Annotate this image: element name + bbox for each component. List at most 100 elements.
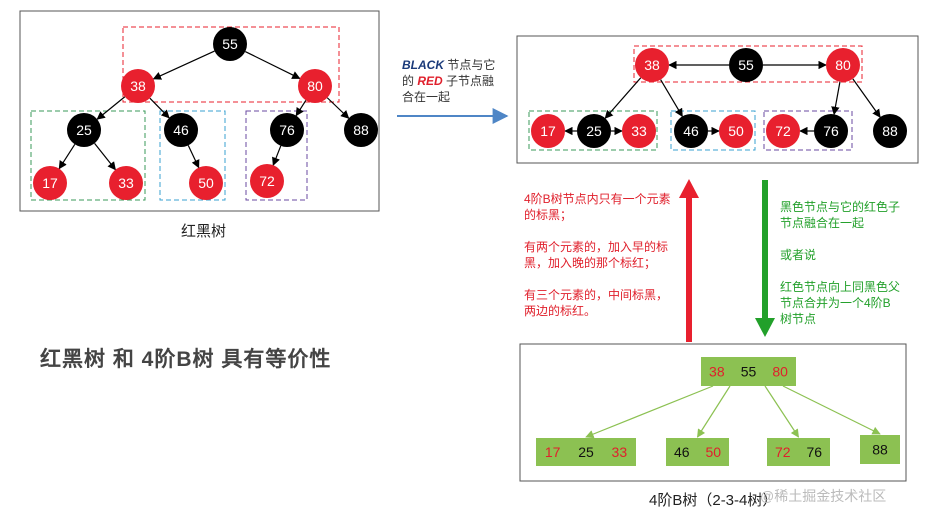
- btree-edge-1: [696, 385, 731, 438]
- merged-node-label: 38: [644, 57, 660, 73]
- rb-node-46: 46: [164, 113, 198, 147]
- green-note-1: 黑色节点与它的红色子节点融合在一起: [780, 200, 901, 230]
- merged-edge-38-46: [660, 79, 683, 118]
- btree-root-node-key-38: 38: [709, 364, 725, 380]
- rb-edge-80-76: [295, 100, 307, 117]
- merged-node-label: 72: [775, 123, 791, 139]
- merged-node-label: 80: [835, 57, 851, 73]
- merged-node-38: 38: [635, 48, 669, 82]
- merged-node-72: 72: [766, 114, 800, 148]
- merged-group-25: [528, 110, 658, 151]
- green-note: 黑色节点与它的红色子节点融合在一起 或者说 红色节点向上同黑色父节点合并为一个4…: [780, 199, 902, 343]
- btree-leaf-node-3: 88: [860, 435, 900, 464]
- arrow-note-line3: 合在一起: [402, 90, 451, 104]
- btree-root-node: 38 55 80: [701, 357, 796, 386]
- merged-node-17: 17: [531, 114, 565, 148]
- green-note-2: 或者说: [780, 248, 817, 262]
- rb-node-88: 88: [344, 113, 378, 147]
- merged-group-76: [763, 110, 853, 151]
- rb-node-25: 25: [67, 113, 101, 147]
- merged-node-88: 88: [873, 114, 907, 148]
- rb-node-label: 88: [353, 122, 369, 138]
- rb-node-55: 55: [213, 27, 247, 61]
- merged-node-33: 33: [622, 114, 656, 148]
- rb-node-label: 76: [279, 122, 295, 138]
- btree-root-node-key-55: 55: [741, 364, 757, 380]
- rb-edge-55-80: [244, 50, 301, 80]
- arrow-note: BLACK 节点与它 的 RED 子节点融 合在一起: [402, 57, 512, 105]
- rb-node-72: 72: [250, 164, 284, 198]
- arrow-note-line1: 节点与它: [444, 58, 496, 72]
- arrow-note-line2: 子节点融: [442, 74, 495, 88]
- red-note-1: 4阶B树节点内只有一个元素的标黑；: [524, 192, 671, 222]
- btree-leaf-node-0-key-33: 33: [612, 444, 628, 460]
- rb-edge-55-38: [152, 50, 215, 80]
- merged-node-label: 46: [683, 123, 699, 139]
- merged-group-46: [670, 110, 756, 151]
- merged-node-55: 55: [729, 48, 763, 82]
- merged-node-label: 88: [882, 123, 898, 139]
- group-box-76: [245, 110, 308, 201]
- watermark: @稀土掘金技术社区: [760, 488, 887, 504]
- merged-node-46: 46: [674, 114, 708, 148]
- rb-edge-25-33: [94, 142, 116, 171]
- btree-leaf-node-2-key-76: 76: [806, 444, 822, 460]
- rb-edge-46-50: [187, 145, 200, 169]
- btree-root-node-key-80: 80: [772, 364, 788, 380]
- rb-node-label: 72: [259, 173, 275, 189]
- rb-node-80: 80: [298, 69, 332, 103]
- rb-edge-25-17: [58, 143, 76, 170]
- rb-tree-caption: 红黑树: [181, 223, 227, 240]
- merged-node-76: 76: [814, 114, 848, 148]
- btree-leaf-node-1-key-46: 46: [674, 444, 690, 460]
- rb-tree-panel: [19, 10, 380, 212]
- merged-node-label: 76: [823, 123, 839, 139]
- merged-node-label: 25: [586, 123, 602, 139]
- group-box-46: [159, 110, 226, 201]
- merged-edge-80-88: [852, 78, 881, 118]
- merged-node-80: 80: [826, 48, 860, 82]
- arrow-note-line2-pre: 的: [402, 74, 418, 88]
- btree-edge-2: [764, 385, 800, 438]
- btree-caption: 4阶B树（2-3-4树）: [649, 492, 778, 509]
- rb-node-label: 25: [76, 122, 92, 138]
- black-keyword: BLACK: [402, 58, 444, 72]
- merged-edge-38-25: [604, 77, 642, 119]
- rb-node-33: 33: [109, 166, 143, 200]
- rb-node-label: 55: [222, 36, 238, 52]
- merged-node-label: 50: [728, 123, 744, 139]
- rb-edge-80-88: [326, 97, 350, 119]
- rb-node-50: 50: [189, 166, 223, 200]
- rb-node-label: 17: [42, 175, 58, 191]
- rb-node-label: 50: [198, 175, 214, 191]
- group-box-25: [30, 110, 146, 201]
- red-note-2: 有两个元素的，加入早的标黑，加入晚的那个标红；: [524, 240, 669, 270]
- green-down-arrow: [755, 180, 775, 337]
- red-note: 4阶B树节点内只有一个元素的标黑； 有两个元素的，加入早的标黑，加入晚的那个标红…: [524, 191, 676, 335]
- rb-edge-76-72: [272, 145, 282, 166]
- green-note-3: 红色节点向上同黑色父节点合并为一个4阶B树节点: [780, 280, 901, 326]
- red-keyword: RED: [417, 74, 443, 88]
- merged-node-label: 17: [540, 123, 556, 139]
- rb-node-label: 38: [130, 78, 146, 94]
- merged-node-label: 33: [631, 123, 647, 139]
- rb-node-label: 33: [118, 175, 134, 191]
- merged-tree-panel: [516, 35, 919, 164]
- btree-leaf-node-0-key-17: 17: [545, 444, 561, 460]
- btree-leaf-node-3-key-88: 88: [872, 442, 888, 458]
- group-box-root: [122, 26, 340, 103]
- rb-node-label: 46: [173, 122, 189, 138]
- merged-group-root: [633, 45, 863, 83]
- merged-node-25: 25: [577, 114, 611, 148]
- red-note-3: 有三个元素的，中间标黑，两边的标红。: [524, 288, 669, 318]
- btree-leaf-node-0-key-25: 25: [578, 444, 594, 460]
- rb-node-38: 38: [121, 69, 155, 103]
- rb-node-76: 76: [270, 113, 304, 147]
- merged-node-50: 50: [719, 114, 753, 148]
- rb-edge-38-25: [96, 96, 126, 120]
- merged-node-label: 55: [738, 57, 754, 73]
